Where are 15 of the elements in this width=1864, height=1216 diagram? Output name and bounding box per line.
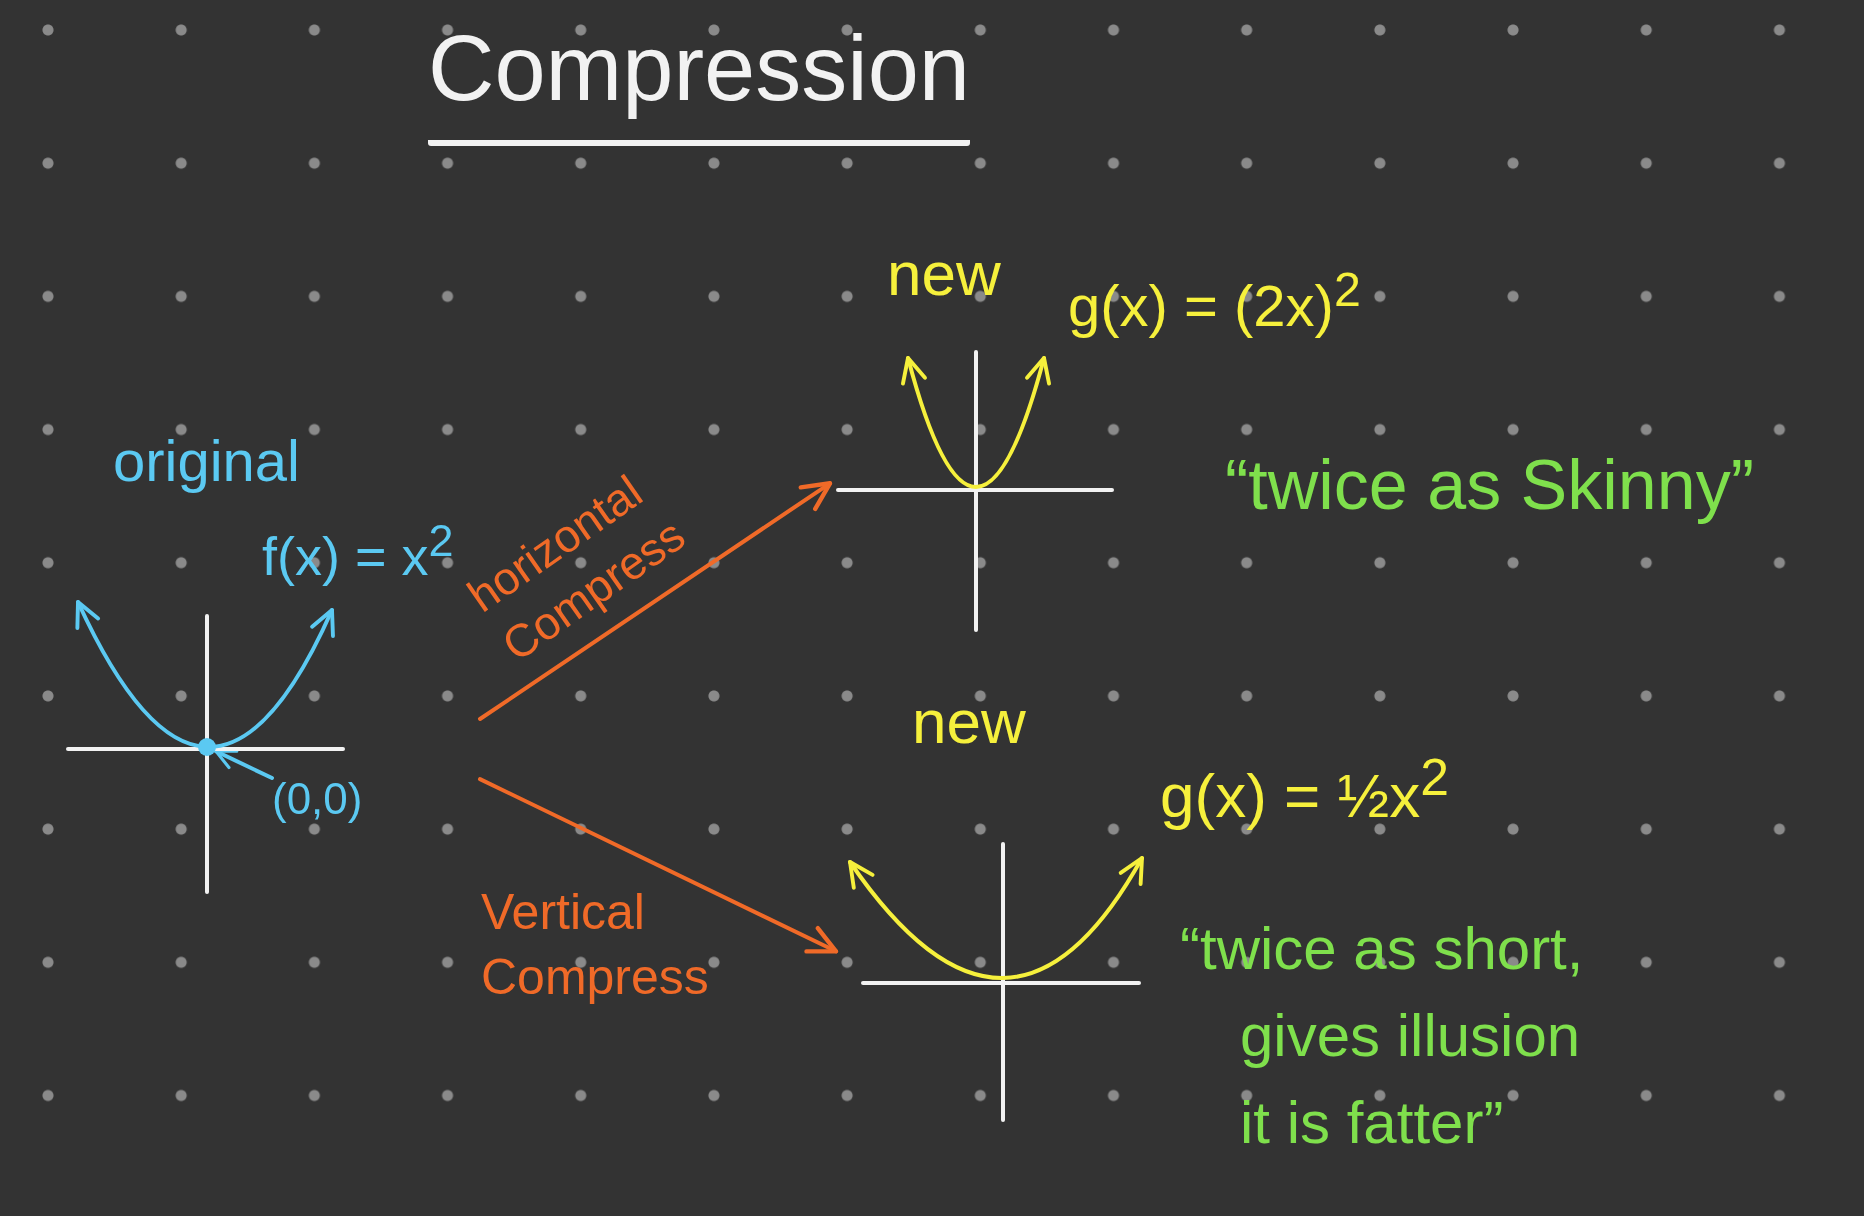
function-label: f(x) = x$^{2}$: [262, 515, 454, 588]
arrow: [478, 777, 839, 954]
graph-heading: original: [113, 428, 300, 495]
function-label: g(x) = (2x)$^{2}$: [1068, 262, 1361, 340]
quote-text: “twice as Skinny”: [1225, 445, 1755, 526]
leader-arrow: [214, 749, 274, 780]
arrow: [478, 481, 833, 721]
title: Compression: [428, 16, 970, 146]
coordinate-label: (0,0): [272, 774, 363, 825]
graph-heading: new: [912, 686, 1026, 758]
function-label: g(x) = ½x$^{2}$: [1160, 748, 1449, 831]
dot-icon: [198, 738, 216, 756]
edge-label: Vertical Compress: [481, 883, 710, 1007]
graph-heading: new: [887, 238, 1001, 310]
quote-text: “twice as short, gives illusion it is fatter”: [1180, 914, 1585, 1158]
